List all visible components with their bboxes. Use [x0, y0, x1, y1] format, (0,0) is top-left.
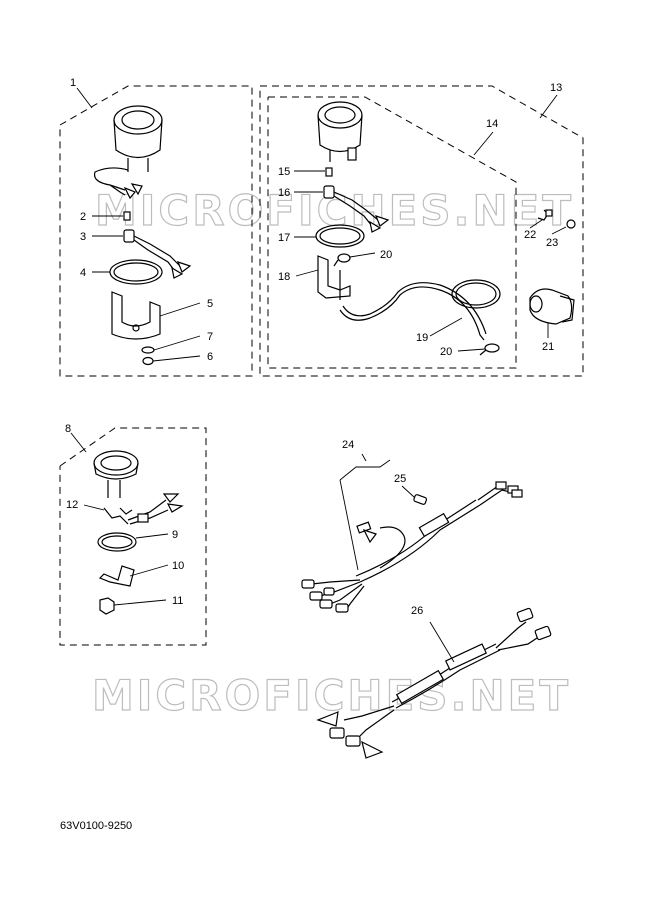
part-19-icon: [339, 279, 501, 341]
callout-9: 9: [172, 529, 178, 541]
callout-20-lower: 20: [440, 346, 452, 358]
callout-15: 15: [278, 166, 290, 178]
part-22-icon: [537, 209, 553, 221]
part-11-icon: [99, 597, 115, 615]
part-12-icon: [103, 493, 184, 525]
part-24-harness-icon: [301, 481, 523, 613]
callout-4: 4: [80, 267, 86, 279]
callout-21: 21: [542, 341, 554, 353]
callout-2: 2: [80, 211, 86, 223]
callout-7: 7: [207, 331, 213, 343]
callout-19: 19: [416, 332, 428, 344]
part-4-icon: [109, 259, 163, 285]
part-17-icon: [315, 224, 365, 248]
part-20-upper-icon: [333, 253, 351, 267]
gauge-8-icon: [93, 450, 139, 498]
group-1-label: 1: [70, 77, 76, 89]
group-13-box: 13: [259, 82, 584, 377]
part-10-icon: [98, 565, 135, 587]
gauge-14-icon: [317, 101, 363, 162]
callout-11: 11: [172, 595, 183, 607]
callout-10: 10: [172, 560, 184, 572]
part-15-icon: [325, 167, 333, 177]
part-26-harness-icon: [316, 607, 552, 759]
callout-6: 6: [207, 351, 213, 363]
callout-16: 16: [278, 187, 290, 199]
callout-5: 5: [207, 298, 213, 310]
group-14-label: 14: [486, 118, 498, 130]
part-9-icon: [97, 532, 137, 552]
part-23-icon: [566, 219, 576, 229]
part-21-icon: [529, 288, 575, 325]
part-18-icon: [317, 255, 351, 300]
group-14-box: 14: [267, 96, 517, 369]
group-8-label: 8: [65, 423, 71, 435]
part-2-icon: [123, 211, 131, 221]
group-8-box: 8: [59, 423, 207, 646]
part-5-icon: [111, 291, 161, 340]
callout-20-upper: 20: [380, 249, 392, 261]
part-25-icon: [413, 494, 428, 505]
group-1-box: 1: [59, 77, 253, 377]
callout-17: 17: [278, 232, 290, 244]
gauge-1-icon: [93, 105, 163, 200]
callout-26: 26: [411, 605, 423, 617]
diagram-code: 63V0100-9250: [60, 820, 132, 832]
part-16-icon: [323, 185, 390, 233]
callout-22: 22: [524, 229, 536, 241]
part-20-lower-icon: [479, 343, 500, 356]
part-6-icon: [142, 356, 154, 366]
group-13-label: 13: [550, 82, 562, 94]
callout-3: 3: [80, 231, 86, 243]
callout-25: 25: [394, 473, 406, 485]
callout-24: 24: [342, 439, 354, 451]
watermark-bottom: MICROFICHES.NET: [92, 671, 571, 720]
callout-18: 18: [278, 271, 290, 283]
callout-23: 23: [546, 237, 558, 249]
callout-12: 12: [66, 499, 78, 511]
part-3-icon: [123, 229, 192, 279]
part-7-icon: [141, 346, 155, 354]
